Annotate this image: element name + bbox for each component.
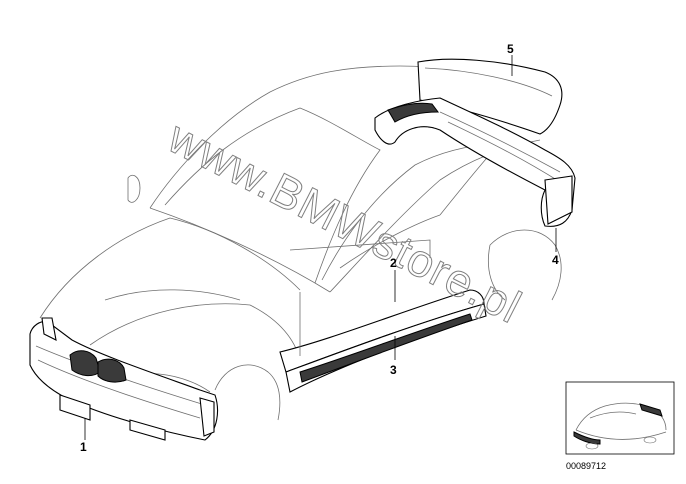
reference-number: 00089712 [566,461,606,471]
callout-2: 2 [390,256,397,270]
callout-3: 3 [390,363,397,377]
leader-lines [84,55,557,440]
rear-bumper-part [374,97,576,227]
side-skirt-part [279,289,487,393]
callout-labels: 1 2 3 4 5 [80,42,559,454]
overview-thumbnail [565,381,675,455]
callout-1: 1 [80,440,87,454]
callout-4: 4 [552,253,559,267]
front-bumper-part [29,317,219,441]
callout-5: 5 [507,42,514,56]
rear-spoiler-part [417,58,563,135]
